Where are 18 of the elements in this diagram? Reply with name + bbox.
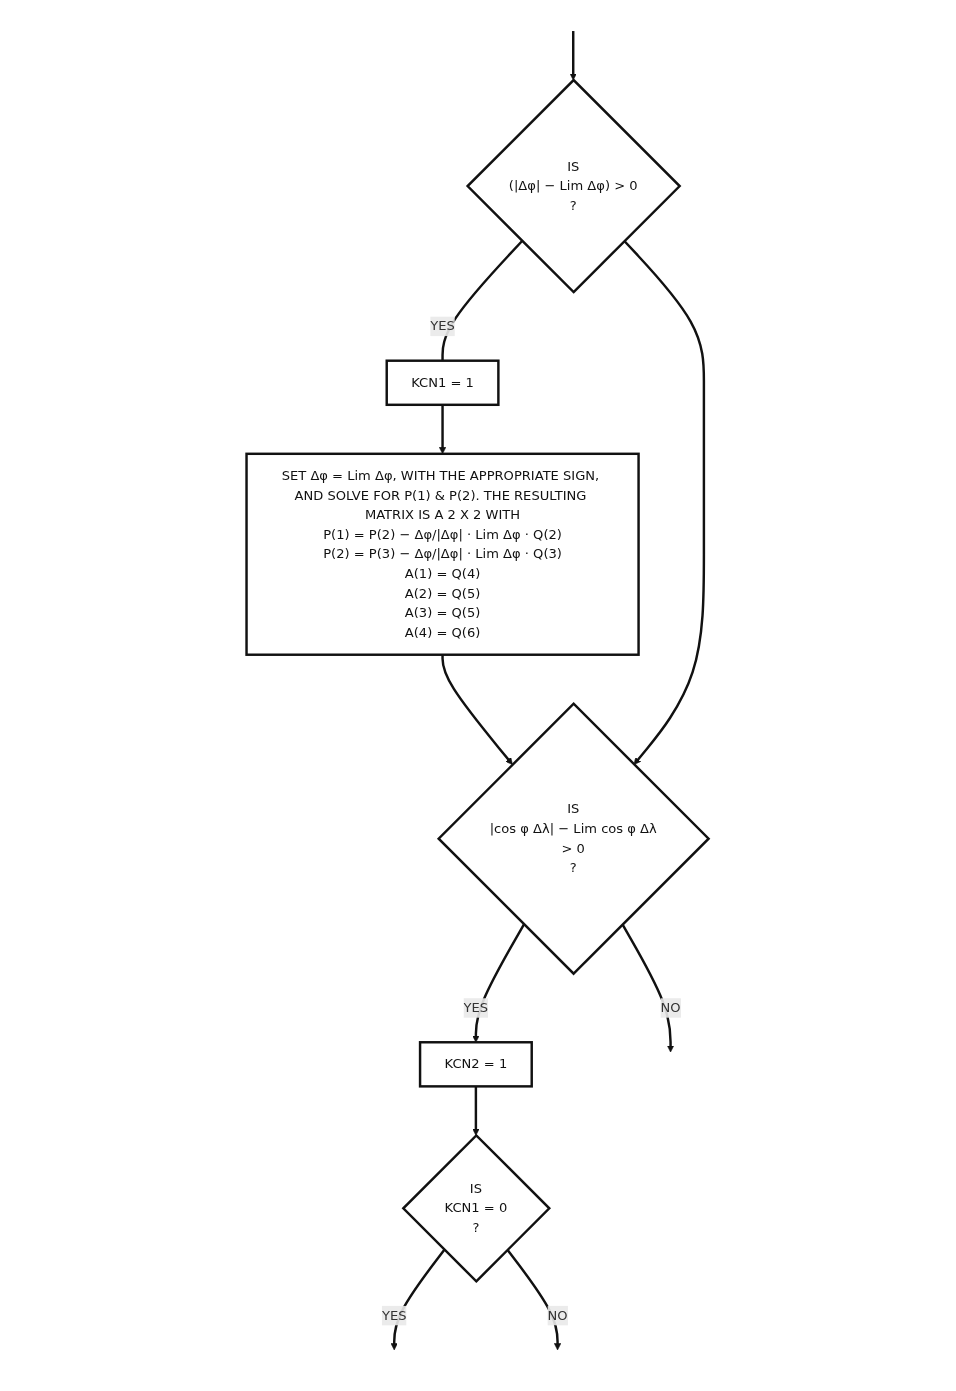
edge-label: YES [464,999,489,1016]
node-box: KCN2 = 1 [419,1041,534,1088]
node-diamond: IS (|Δφ| − Lim Δφ) > 0 ? [466,78,682,294]
node-diamond: IS |cos φ Δλ| − Lim cos φ Δλ > 0 ? [437,702,711,976]
arrow [441,654,514,765]
arrow [472,1086,480,1136]
arrow [621,923,675,1053]
node-box: KCN1 = 1 [385,359,501,407]
arrow [623,240,706,765]
node-diamond: IS KCN1 = 0 ? [402,1133,552,1284]
edge-label: NO [660,999,682,1016]
node-box: SET Δφ = Lim Δφ, WITH THE APPROPRIATE SIGN, AND SOLVE FOR P(1) & P(2). THE RESULTING MATRIX IS A 2 X 2 WITH P(1) = P(2) − Δφ/|Δφ| · Lim Δφ · Q(2) P(2) = P(3) − Δφ/|Δφ| · Lim Δφ · Q(3) A(1) = Q(4) A(2) = Q(5) A(3) = Q(5) A(4) = Q(6) [245,452,641,656]
edge-label: YES [430,318,456,334]
edge-label: YES [382,1307,407,1323]
edge-label: NO [547,1307,569,1323]
arrow [570,31,578,81]
connector [441,240,524,361]
arrow [506,1249,562,1351]
